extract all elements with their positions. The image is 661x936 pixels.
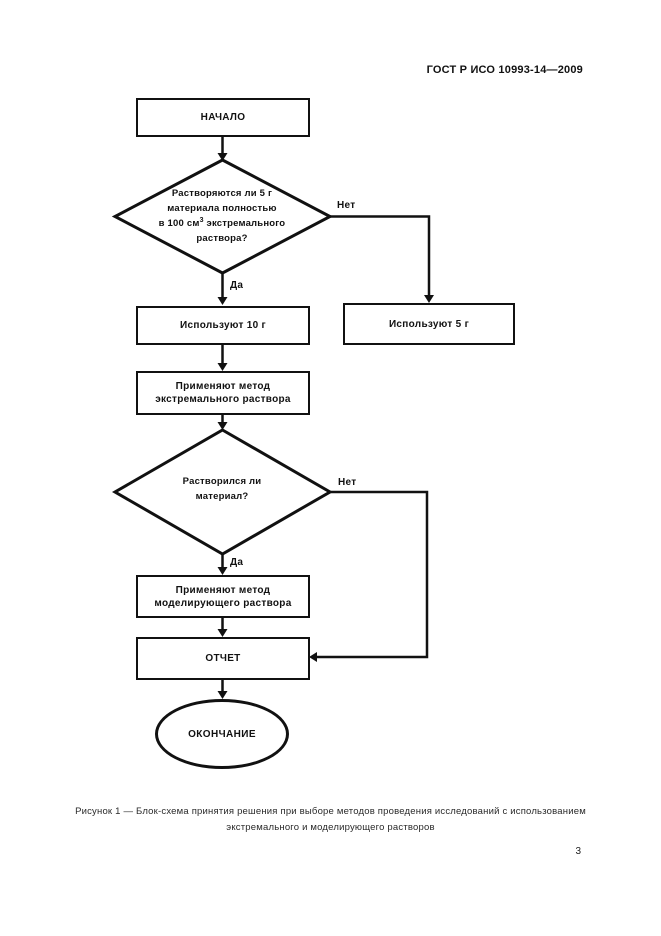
decision1-line3-post: экстремального (203, 218, 286, 229)
decision2-line2: материал? (195, 491, 249, 502)
extreme-method-line1: Применяют метод (175, 381, 271, 392)
decision2-text: Растворился ли материал? (132, 474, 312, 504)
figure-caption-line2: экстремального и моделирующего растворов (226, 822, 435, 833)
connector-decision2-no (317, 490, 429, 659)
decision1-text: Растворяются ли 5 г материала полностью … (122, 186, 322, 246)
end-node: ОКОНЧАНИЕ (155, 699, 289, 769)
arrowhead-end (217, 691, 228, 699)
connector-decision1-no (330, 215, 431, 296)
report-node: ОТЧЕТ (136, 637, 310, 680)
decision2-line1: Растворился ли (182, 476, 262, 487)
use-10g-node: Используют 10 г (136, 306, 310, 345)
simulating-method-line2: моделирующего раствора (154, 597, 292, 609)
extreme-method-line2: экстремального раствора (155, 394, 291, 405)
arrowhead-use10g (217, 297, 228, 305)
simulating-method-line1: Применяют метод (175, 584, 271, 596)
decision2-no-label: Нет (338, 477, 357, 488)
extreme-method-node: Применяют метод экстремального раствора (136, 371, 310, 415)
decision1-line3-sup: 3 (199, 216, 204, 224)
decision1-line1: Растворяются ли 5 г (171, 188, 273, 199)
arrowhead-report-side (309, 652, 317, 662)
arrowhead-extreme-method (217, 363, 228, 371)
start-label: НАЧАЛО (200, 112, 246, 123)
arrowhead-simulating-method (217, 567, 228, 575)
report-label: ОТЧЕТ (205, 653, 241, 664)
extreme-method-label: Применяют метод экстремального раствора (155, 380, 291, 406)
decision1-line3: в 100 см3 экстремального (122, 216, 322, 231)
end-label: ОКОНЧАНИЕ (188, 728, 256, 740)
arrowhead-report (217, 629, 228, 637)
use-5g-label: Используют 5 г (388, 318, 470, 330)
use-5g-node: Используют 5 г (343, 303, 515, 345)
decision1-line2: материала полностью (167, 203, 277, 214)
start-node: НАЧАЛО (136, 98, 310, 137)
page-number: 3 (575, 846, 581, 857)
use-10g-label: Используют 10 г (180, 320, 266, 331)
simulating-method-node: Применяют метод моделирующего раствора (136, 575, 310, 618)
decision1-line3-pre: в 100 см (158, 218, 200, 229)
decision2-yes-label: Да (230, 557, 244, 568)
document-header: ГОСТ Р ИСО 10993-14—2009 (426, 64, 583, 76)
arrowhead-decision1 (217, 153, 228, 161)
arrowhead-use5g (424, 295, 434, 303)
decision1-line4: раствора? (196, 233, 248, 244)
simulating-method-label: Применяют метод моделирующего раствора (154, 584, 291, 610)
decision1-yes-label: Да (230, 280, 244, 291)
decision1-no-label: Нет (337, 200, 356, 211)
figure-caption-line1: Рисунок 1 — Блок-схема принятия решения … (75, 806, 586, 817)
arrowhead-decision2 (217, 422, 228, 430)
figure-caption: Рисунок 1 — Блок-схема принятия решения … (0, 804, 661, 836)
